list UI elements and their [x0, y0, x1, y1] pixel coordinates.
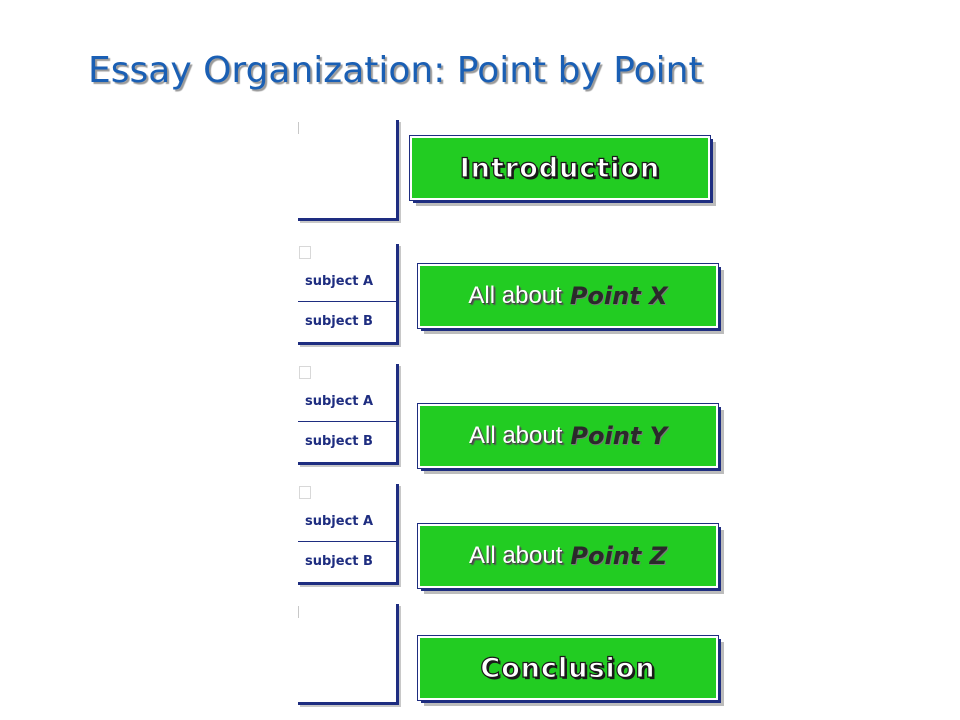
block-marker [299, 246, 311, 259]
subject-b-row: subject B [305, 554, 373, 569]
conclusion-paragraph-block [298, 604, 399, 705]
point-y-prefix: All about [468, 422, 563, 449]
subject-a-row: subject A [298, 382, 396, 422]
subject-a-row: subject A [298, 502, 396, 542]
point-z-label: Point Z [570, 542, 668, 570]
intro-paragraph-block [298, 120, 399, 221]
point-z-box: All about Point Z [417, 523, 719, 589]
subject-b-row: subject B [305, 434, 373, 449]
point-x-label: Point X [569, 282, 668, 310]
point-z-prefix: All about [468, 542, 563, 569]
introduction-label: Introduction [459, 152, 661, 184]
block-marker [298, 122, 302, 134]
subject-a-row: subject A [298, 262, 396, 302]
block-marker [299, 486, 311, 499]
introduction-box: Introduction [409, 135, 711, 201]
point-y-box: All about Point Y [417, 403, 719, 469]
conclusion-box: Conclusion [417, 635, 719, 701]
point-z-paragraph-block: subject A subject B [298, 484, 399, 585]
point-y-paragraph-block: subject A subject B [298, 364, 399, 465]
page-title: Essay Organization: Point by Point [88, 50, 703, 91]
block-marker [299, 366, 311, 379]
point-x-prefix: All about [468, 282, 562, 309]
point-y-label: Point Y [570, 422, 667, 450]
block-marker [298, 606, 302, 618]
point-x-box: All about Point X [417, 263, 719, 329]
point-x-paragraph-block: subject A subject B [298, 244, 399, 345]
subject-b-row: subject B [305, 314, 373, 329]
conclusion-label: Conclusion [480, 652, 656, 684]
